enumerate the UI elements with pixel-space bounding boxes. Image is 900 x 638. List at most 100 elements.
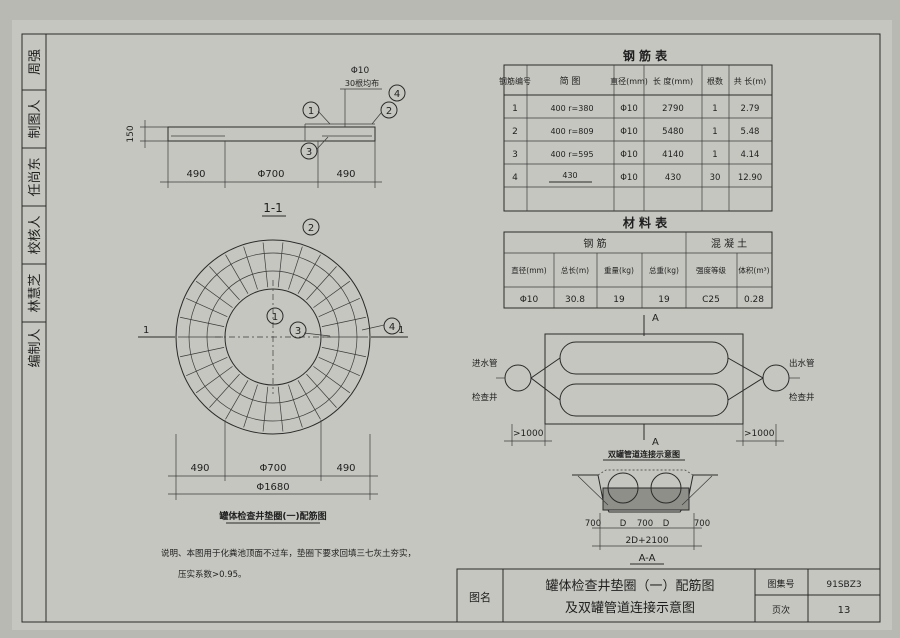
- radial-rebar: [262, 242, 269, 288]
- rebar-r3-count: 1: [712, 150, 717, 160]
- marker-3-circle: [300, 142, 318, 160]
- section-mark-left: 1: [143, 325, 149, 336]
- radial-rebar: [277, 386, 284, 432]
- radial-rebar: [318, 357, 360, 376]
- aa-dim-3: 700: [637, 519, 653, 529]
- layout-caption: 双罐管道连接示意图: [608, 449, 680, 459]
- paper: [12, 20, 892, 630]
- material-table-title: 材 料 表: [622, 215, 668, 230]
- ring-dim-2: Φ700: [260, 463, 287, 474]
- radial-rebar: [243, 246, 258, 290]
- rebar-r4-dia: Φ10: [620, 173, 638, 183]
- title-label: 图名: [469, 590, 491, 604]
- atlas-label: 图集号: [767, 578, 794, 590]
- rebar-r4-no: 4: [512, 173, 518, 183]
- title-block: 图名 罐体检查井垫圈（一）配筋图 及双罐管道连接示意图 图集号 91SBZ3 页…: [456, 568, 881, 623]
- rebar-th-sketch: 简 图: [560, 75, 581, 87]
- rebar-r3-dia: Φ10: [620, 150, 638, 160]
- rebar-r2-len: 5480: [662, 127, 684, 137]
- inlet-pipe-label: 进水管: [472, 358, 498, 369]
- ring-dim-1: 490: [190, 463, 209, 474]
- radial-rebar: [209, 373, 240, 408]
- a-mark-top: A: [652, 313, 659, 324]
- marker-1-circle: [302, 101, 320, 119]
- section-view: 1-1 1 1 2 1 3 4 490 Φ700 490 Φ1680 罐体检查井…: [138, 201, 408, 524]
- radial-rebar: [180, 347, 225, 358]
- top-dim-2: Φ700: [258, 169, 285, 180]
- rebar-table-title: 钢 筋 表: [623, 48, 668, 63]
- radial-rebar: [243, 384, 258, 428]
- sidebar-label-4: 任尚东: [28, 157, 43, 196]
- rebar-r1-no: 1: [512, 104, 518, 114]
- ring-marker-3-circle: [289, 321, 307, 339]
- radial-rebar: [306, 266, 337, 301]
- material-group-concrete: 混 凝 土: [711, 237, 747, 250]
- rebar-r4-count: 30: [710, 173, 721, 183]
- sidebar-label-2: 林慧芝: [27, 273, 43, 312]
- rebar-r3-total: 4.14: [741, 150, 760, 160]
- aa-dim-4: D: [663, 519, 670, 529]
- rebar-r3-sketch: 400 r=595: [550, 150, 593, 159]
- material-weight: 19: [613, 295, 625, 305]
- rebar-r1-dia: Φ10: [620, 104, 638, 114]
- aa-dim-2: D: [620, 519, 627, 529]
- page-number: 13: [838, 605, 851, 616]
- material-total-weight: 19: [658, 295, 670, 305]
- material-dia: Φ10: [520, 295, 539, 305]
- rebar-r2-dia: Φ10: [620, 127, 638, 137]
- aa-caption: A-A: [639, 553, 656, 564]
- radial-rebar: [297, 254, 321, 294]
- marker-2-circle: [380, 101, 398, 119]
- rebar-r4-sketch: 430: [562, 171, 577, 180]
- rebar-r2-count: 1: [712, 127, 717, 137]
- material-length: 30.8: [565, 295, 585, 305]
- material-th-grade: 强度等级: [696, 265, 726, 275]
- rebar-th-no: 钢筋编号: [499, 76, 531, 86]
- dim-left-1000: >1000: [513, 429, 544, 439]
- title-line-1: 罐体检查井垫圈（一）配筋图: [545, 578, 714, 594]
- aa-dim-1: 700: [585, 519, 601, 529]
- radial-rebar: [313, 366, 351, 394]
- rebar-r3-no: 3: [512, 150, 518, 160]
- inspection-well-right: 检查井: [789, 392, 815, 403]
- material-table: 材 料 表 钢 筋 混 凝 土 直径(mm) 总长(m) 重量(kg) 总重(k…: [503, 215, 773, 309]
- material-th-dia: 直径(mm): [511, 265, 547, 275]
- layout-diagram: A 进水管 出水管 检查井 检查井 A >1000 >1000 双罐管道连接示意…: [472, 313, 815, 461]
- radial-rebar: [225, 380, 249, 420]
- radial-rebar: [321, 316, 366, 327]
- outlet-pipe-label: 出水管: [789, 358, 815, 369]
- sheet-border: [21, 33, 881, 623]
- marker-2: 2: [386, 106, 392, 117]
- rebar-note-2: 30根均布: [345, 78, 379, 88]
- atlas-number: 91SBZ3: [826, 580, 861, 590]
- top-dim-1: 490: [186, 169, 205, 180]
- aa-section: 700 D 700 D 700 2D+2100 A-A: [572, 469, 718, 565]
- rebar-th-count: 根数: [707, 76, 723, 86]
- ring-marker-1-circle: [266, 307, 284, 325]
- material-th-total-weight: 总重(kg): [649, 265, 679, 275]
- ring-marker-4-circle: [383, 317, 401, 335]
- top-view: 150 Φ10 30根均布 1 2 3 4 490 Φ700 490: [126, 66, 406, 188]
- marker-4: 4: [394, 89, 400, 100]
- rebar-r1-count: 1: [712, 104, 717, 114]
- marker-3: 3: [306, 147, 312, 158]
- radial-rebar: [186, 357, 228, 376]
- material-group-steel: 钢 筋: [583, 237, 606, 250]
- material-volume: 0.28: [744, 295, 764, 305]
- ring-marker-2-circle: [302, 218, 320, 236]
- dim-right-1000: >1000: [744, 429, 775, 439]
- ring-marker-4: 4: [389, 322, 395, 333]
- radial-rebar: [186, 298, 228, 317]
- material-th-length: 总长(m): [561, 265, 589, 275]
- radial-rebar: [225, 254, 249, 294]
- sidebar: 周强 制图人 任尚东 校核人 林慧芝 编制人: [22, 34, 47, 622]
- radial-rebar: [313, 280, 351, 308]
- rebar-note-1: Φ10: [351, 66, 370, 76]
- radial-rebar: [195, 280, 233, 308]
- rebar-r4-total: 12.90: [738, 173, 762, 183]
- ring-marker-3: 3: [295, 326, 301, 337]
- rebar-r4-len: 430: [665, 173, 681, 183]
- section-caption: 罐体检查井垫圈(一)配筋图: [218, 510, 326, 522]
- note-line-1: 说明、本图用于化粪池顶面不过车，垫圈下要求回填三七灰土夯实，: [161, 548, 416, 559]
